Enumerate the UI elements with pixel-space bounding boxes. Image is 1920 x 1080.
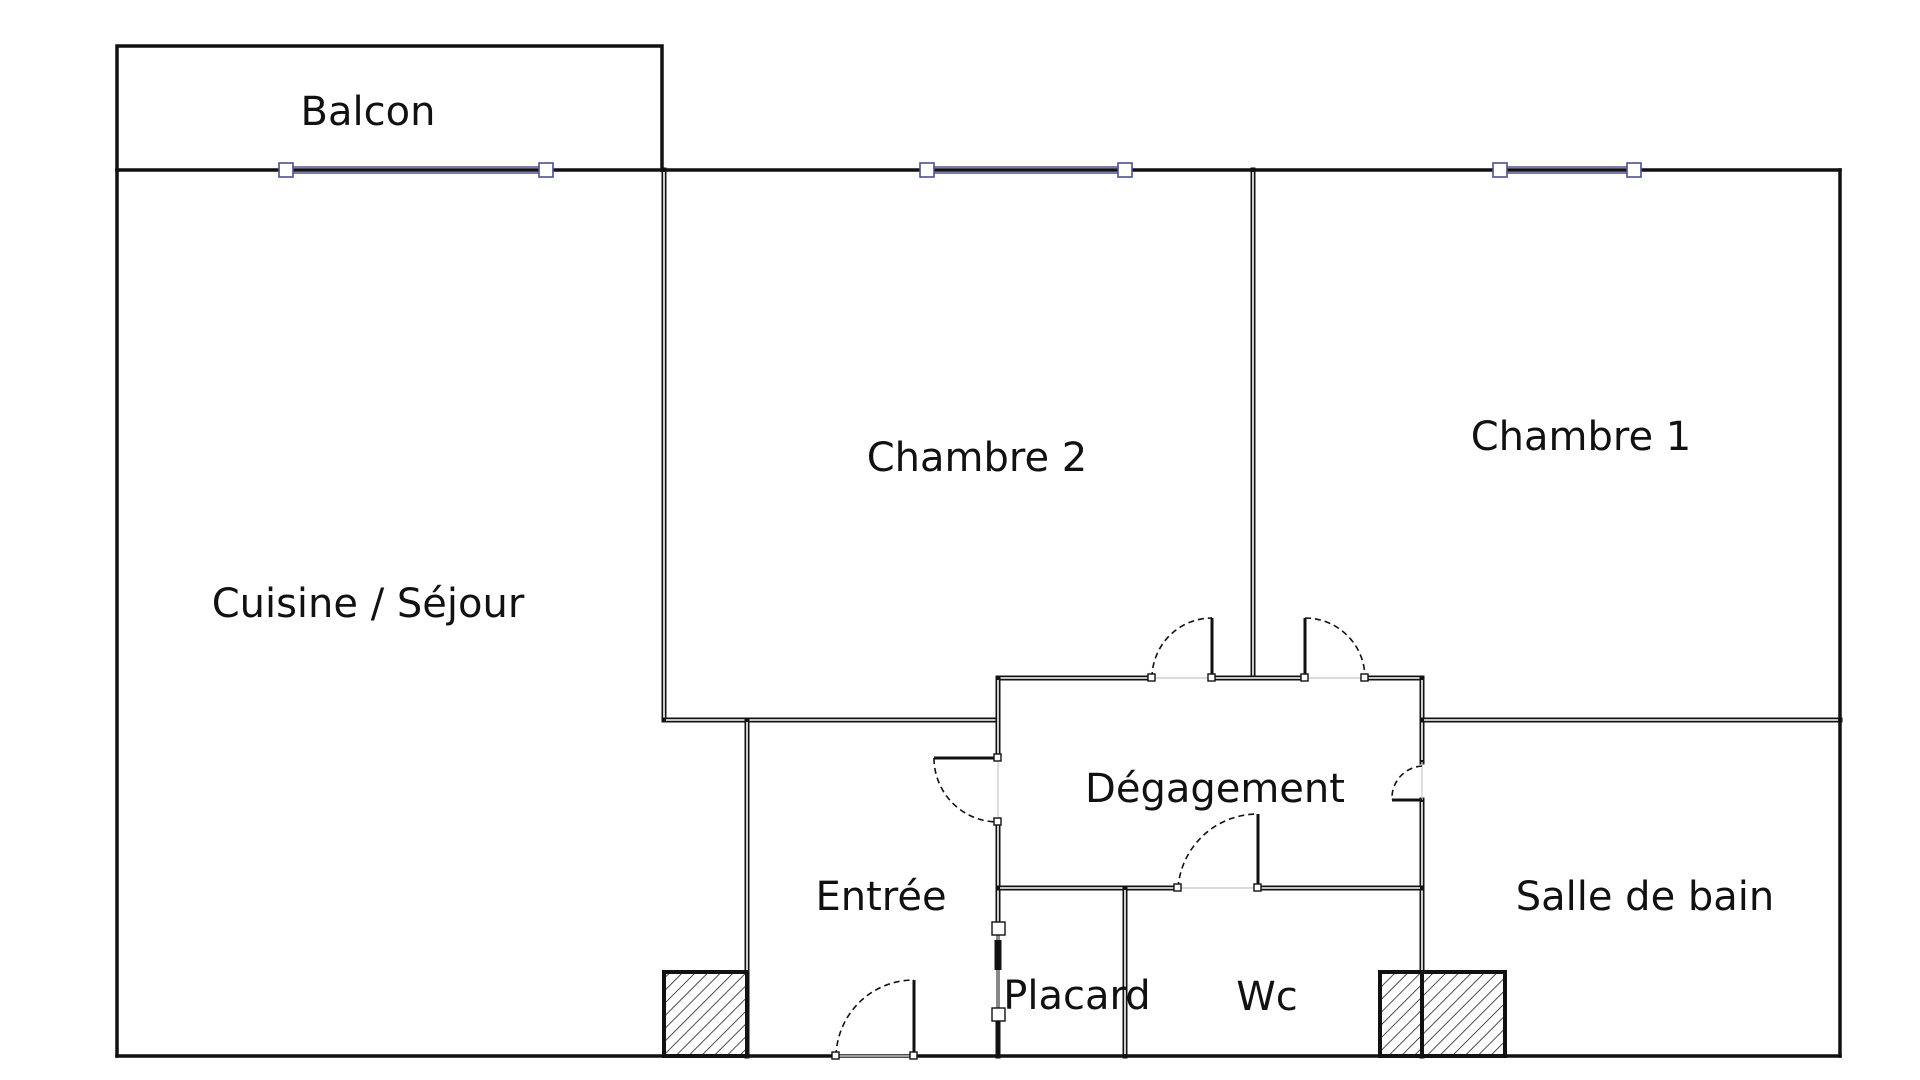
duct-entree (662, 970, 749, 1058)
duct-salle-de-bain (1420, 970, 1507, 1058)
label-balcon: Balcon (301, 89, 436, 135)
label-cuisine-sejour: Cuisine / Séjour (212, 581, 525, 627)
room-labels: Balcon Cuisine / Séjour Chambre 2 Chambr… (212, 89, 1775, 1020)
windows (278, 162, 1642, 178)
door-chambre-2 (1147, 617, 1216, 682)
window-chambre-1 (1492, 162, 1642, 178)
label-entree: Entrée (815, 874, 946, 920)
label-wc: Wc (1236, 974, 1298, 1020)
label-degagement: Dégagement (1085, 766, 1345, 812)
interior-walls (661, 167, 1843, 1059)
door-salle-de-bain (1391, 762, 1423, 802)
door-wc (1173, 813, 1262, 892)
ducts (662, 970, 1507, 1058)
duct-wc (1378, 970, 1424, 1058)
door-entrance (831, 979, 918, 1060)
exterior-outline (115, 44, 1842, 1058)
label-chambre-1: Chambre 1 (1471, 414, 1692, 460)
label-placard: Placard (1003, 973, 1150, 1019)
label-salle-de-bain: Salle de bain (1516, 874, 1775, 920)
window-chambre-2 (919, 162, 1133, 178)
label-chambre-2: Chambre 2 (867, 435, 1088, 481)
window-sejour (278, 162, 554, 178)
door-placard (991, 921, 1006, 1022)
door-degagement (933, 753, 1002, 826)
door-chambre-1 (1300, 617, 1369, 682)
doors (831, 617, 1423, 1060)
